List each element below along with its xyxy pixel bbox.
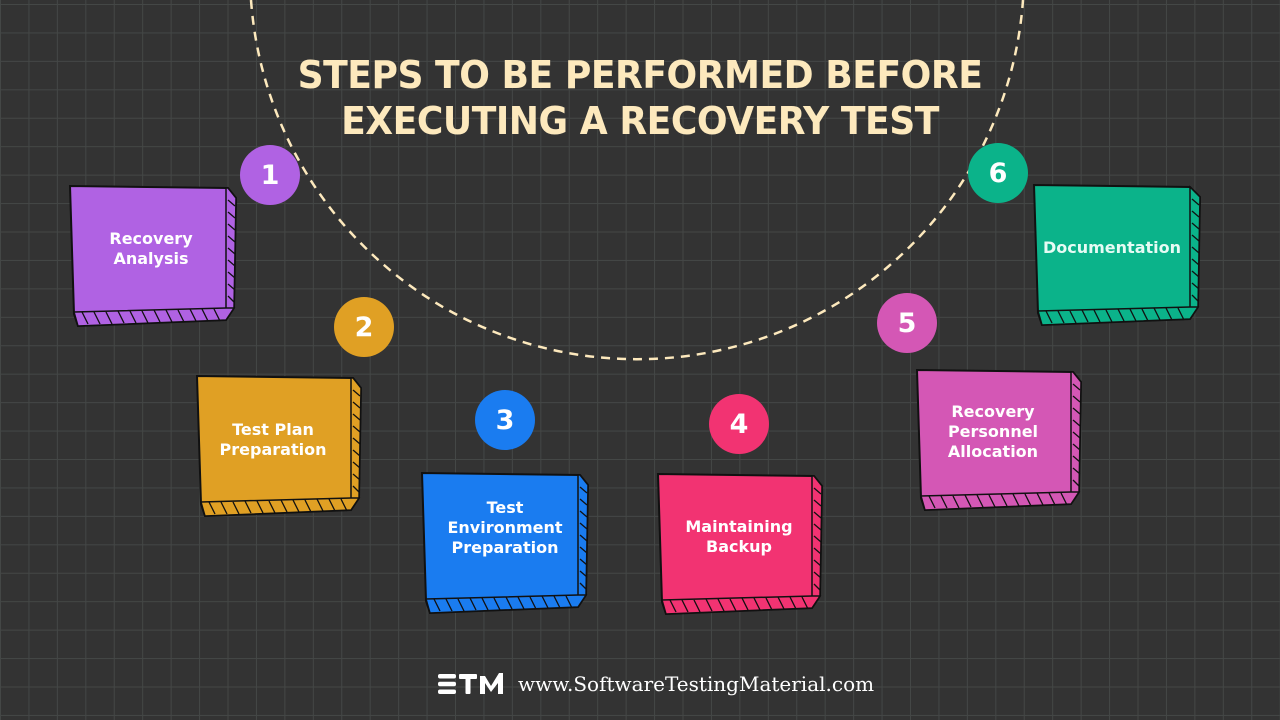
step-badge-2: 2 [334, 297, 394, 357]
step-badge-1: 1 [240, 145, 300, 205]
step-card-documentation: Documentation [1032, 183, 1204, 329]
card-3d-shape [656, 472, 824, 616]
website-url: www.SoftwareTestingMaterial.com [518, 672, 875, 696]
card-3d-shape [1032, 183, 1202, 327]
title-line-2: EXECUTING A RECOVERY TEST [341, 99, 939, 143]
footer: www.SoftwareTestingMaterial.com [436, 668, 874, 700]
card-3d-shape [68, 184, 238, 328]
step-badge-6: 6 [968, 143, 1028, 203]
title-line-1: STEPS TO BE PERFORMED BEFORE [297, 53, 983, 97]
stm-logo-icon [438, 673, 503, 694]
step-label: Documentation [1042, 238, 1182, 257]
step-badge-4: 4 [709, 394, 769, 454]
page-title: STEPS TO BE PERFORMED BEFORE EXECUTING A… [260, 52, 1020, 144]
card-3d-shape [420, 471, 590, 615]
step-badge-3: 3 [475, 390, 535, 450]
card-3d-shape [915, 368, 1083, 512]
step-badge-5: 5 [877, 293, 937, 353]
card-3d-shape [195, 374, 363, 518]
